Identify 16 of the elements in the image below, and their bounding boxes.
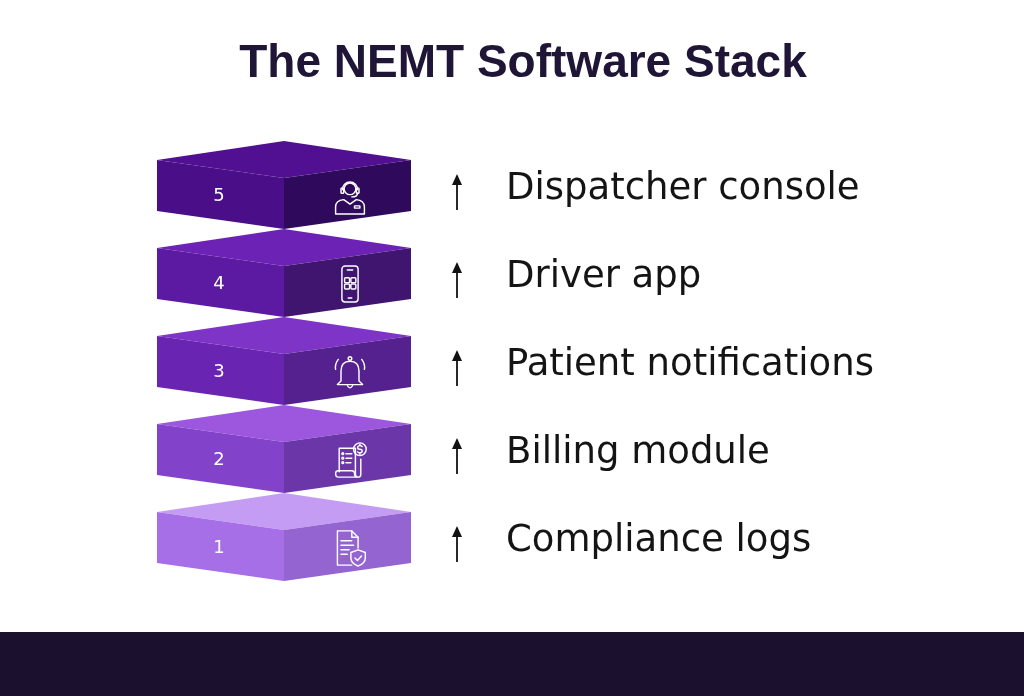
layer-label: Billing module [506,429,770,473]
stack-layer-block [157,405,411,493]
layer-label: Dispatcher console [506,165,860,209]
stack-layer-block [157,493,411,581]
stack-layer-block [157,229,411,317]
stack-layer-block [157,317,411,405]
layer-number: 4 [213,272,225,294]
stack-layer-block [157,141,411,229]
layer-label: Compliance logs [506,517,812,561]
layer-number: 3 [213,360,225,382]
layer-label: Patient notifications [506,341,874,385]
layer-number: 5 [213,184,225,206]
layer-number: 1 [213,536,225,558]
diagram-title: The NEMT Software Stack [239,34,807,88]
layer-label: Driver app [506,253,702,297]
layer-number: 2 [213,448,225,470]
